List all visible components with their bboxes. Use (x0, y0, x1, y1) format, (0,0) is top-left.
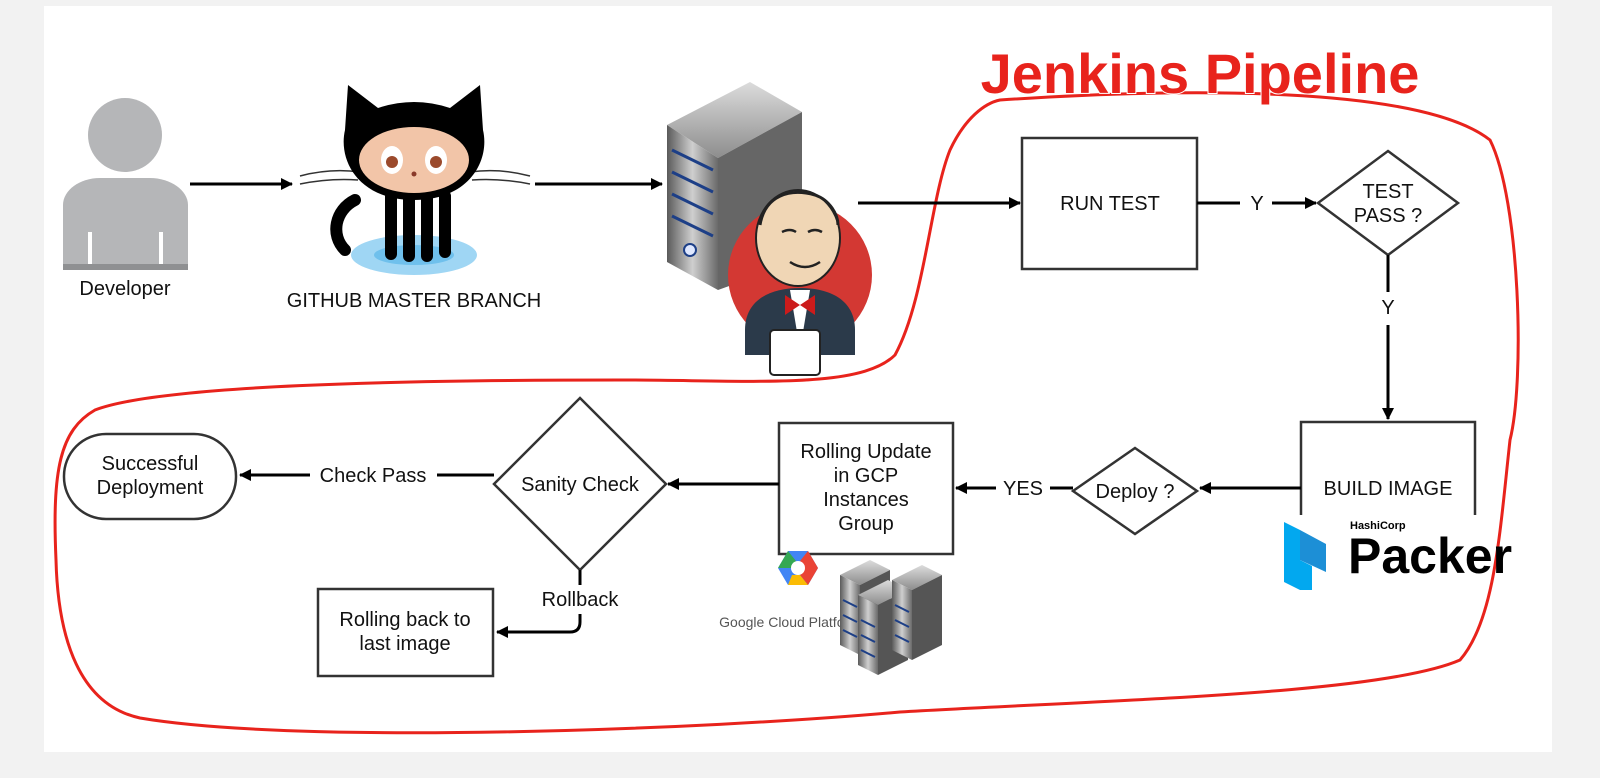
successful-deployment-node (62, 432, 238, 521)
gcp-label: Google Cloud Platform (719, 614, 861, 630)
edge-sanity-rollback-b (496, 614, 582, 638)
deploy-diamond (1070, 446, 1200, 536)
rolling-update-line-3: Instances (823, 489, 909, 511)
jenkins-pipeline-outline (53, 91, 1520, 735)
run-test-box (1020, 136, 1199, 271)
packer-logo-icon (1280, 515, 1480, 595)
edge-label-rollback: Rollback (542, 589, 620, 611)
diagram-title: Jenkins Pipeline (981, 42, 1420, 105)
run-test-label: RUN TEST (1060, 193, 1160, 215)
rolling-update-line-2: in GCP (834, 465, 898, 487)
rolling-update-box (777, 421, 955, 556)
sanity-check-label: Sanity Check (521, 474, 640, 496)
edge-label-y-2: Y (1381, 297, 1394, 319)
rolling-update-line-1: Rolling Update (800, 441, 931, 463)
deploy-label: Deploy ? (1096, 481, 1175, 503)
packer-name-label: Packer (1348, 528, 1512, 584)
edge-label-yes: YES (1003, 478, 1043, 500)
successful-line-1: Successful (102, 453, 199, 475)
octocat-icon (299, 85, 531, 275)
packer-company-label: HashiCorp (1350, 520, 1406, 532)
rolling-back-line-1: Rolling back to (339, 609, 470, 631)
rolling-back-line-2: last image (359, 633, 450, 655)
developer-label: Developer (79, 278, 171, 300)
test-pass-label-1: TEST (1362, 181, 1413, 203)
gcp-logo-icon (778, 551, 818, 585)
person-icon (63, 98, 188, 270)
github-label: GITHUB MASTER BRANCH (287, 290, 541, 312)
rolling-update-line-4: Group (838, 513, 894, 535)
jenkins-butler-icon (728, 189, 872, 376)
edge-label-check-pass: Check Pass (320, 465, 427, 487)
server-stack-icon (840, 560, 942, 675)
edge-label-y-1: Y (1250, 193, 1263, 215)
build-image-label: BUILD IMAGE (1324, 478, 1453, 500)
test-pass-label-2: PASS ? (1354, 205, 1423, 227)
successful-line-2: Deployment (97, 477, 204, 499)
rolling-back-box (316, 587, 495, 678)
